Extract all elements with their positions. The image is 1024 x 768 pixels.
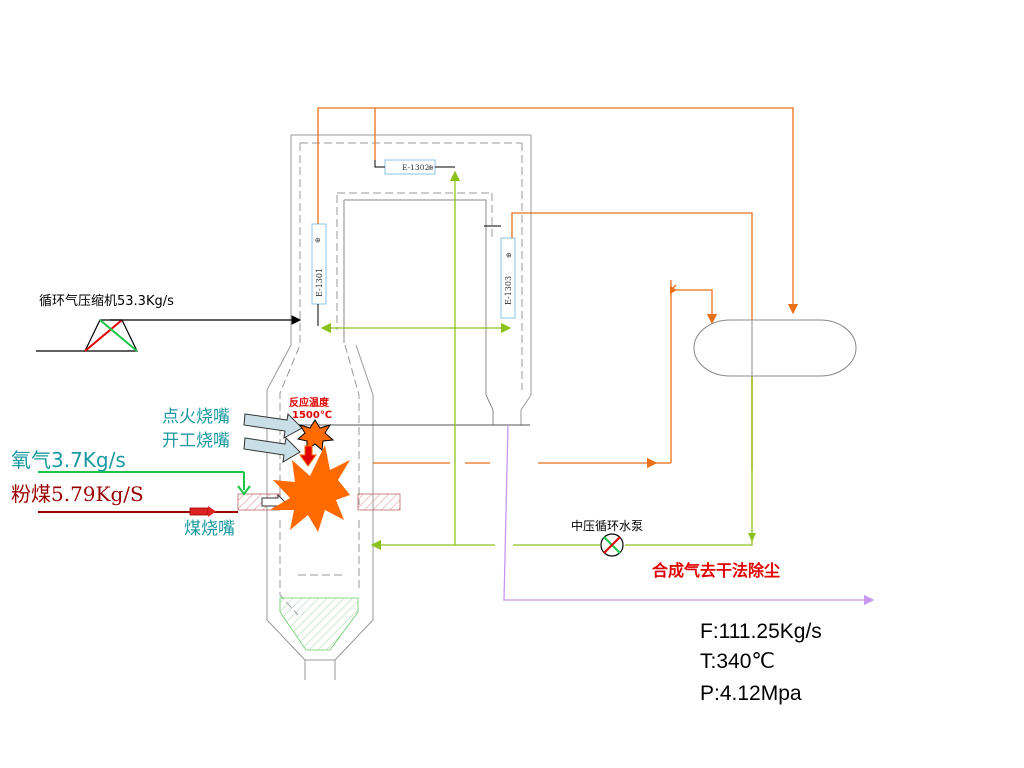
svg-text:⊕: ⊕ xyxy=(428,164,434,172)
slag-bath xyxy=(279,597,359,651)
circulation-pump-icon xyxy=(600,533,624,557)
startup-burner-arrow xyxy=(243,436,301,463)
coal-burner-label: 煤烧嘴 xyxy=(184,519,235,539)
coal-line xyxy=(38,506,238,517)
pump-label: 中压循环水泵 xyxy=(571,519,644,533)
exchanger-e1302: E-1302 ⊕ xyxy=(384,159,436,175)
reaction-temp-label: 反应温度 xyxy=(289,398,329,409)
oxygen-line xyxy=(38,471,251,496)
main-flame-icon xyxy=(270,445,350,532)
ignition-burner-label: 点火烧嘴 xyxy=(162,407,230,427)
ignition-burner-arrow xyxy=(243,412,303,439)
exchanger-e1303: E-1303 ⊕ xyxy=(500,237,516,319)
compressor-icon xyxy=(36,315,302,352)
gasifier-vessel xyxy=(266,134,532,680)
svg-text:E-1301: E-1301 xyxy=(315,268,324,297)
steam-drum xyxy=(693,319,857,377)
red-flame-arrow-icon xyxy=(299,445,317,467)
svg-text:E-1303: E-1303 xyxy=(504,276,513,305)
startup-burner-label: 开工烧嘴 xyxy=(162,431,230,451)
syngas-destination-label: 合成气去干法除尘 xyxy=(652,561,781,580)
compressor-label: 循环气压缩机53.3Kg/s xyxy=(39,294,174,309)
oxygen-label: 氧气3.7Kg/s xyxy=(11,448,126,472)
small-flame-icon xyxy=(296,419,335,451)
pressure-value: P:4.12Mpa xyxy=(700,682,802,705)
temperature-value: T:340℃ xyxy=(700,650,775,673)
flow-value: F:111.25Kg/s xyxy=(700,620,822,643)
svg-text:E-1302: E-1302 xyxy=(402,163,429,172)
syngas-line xyxy=(503,424,875,606)
burner-block-right xyxy=(357,493,401,511)
reaction-temp-value: 1500℃ xyxy=(292,410,332,421)
svg-text:⊕: ⊕ xyxy=(505,252,513,258)
green-piping xyxy=(320,170,753,551)
exchanger-e1301: E-1301 ⊕ xyxy=(311,223,327,305)
svg-text:⊕: ⊕ xyxy=(314,237,322,243)
coal-label: 粉煤5.79Kg/S xyxy=(11,482,144,506)
